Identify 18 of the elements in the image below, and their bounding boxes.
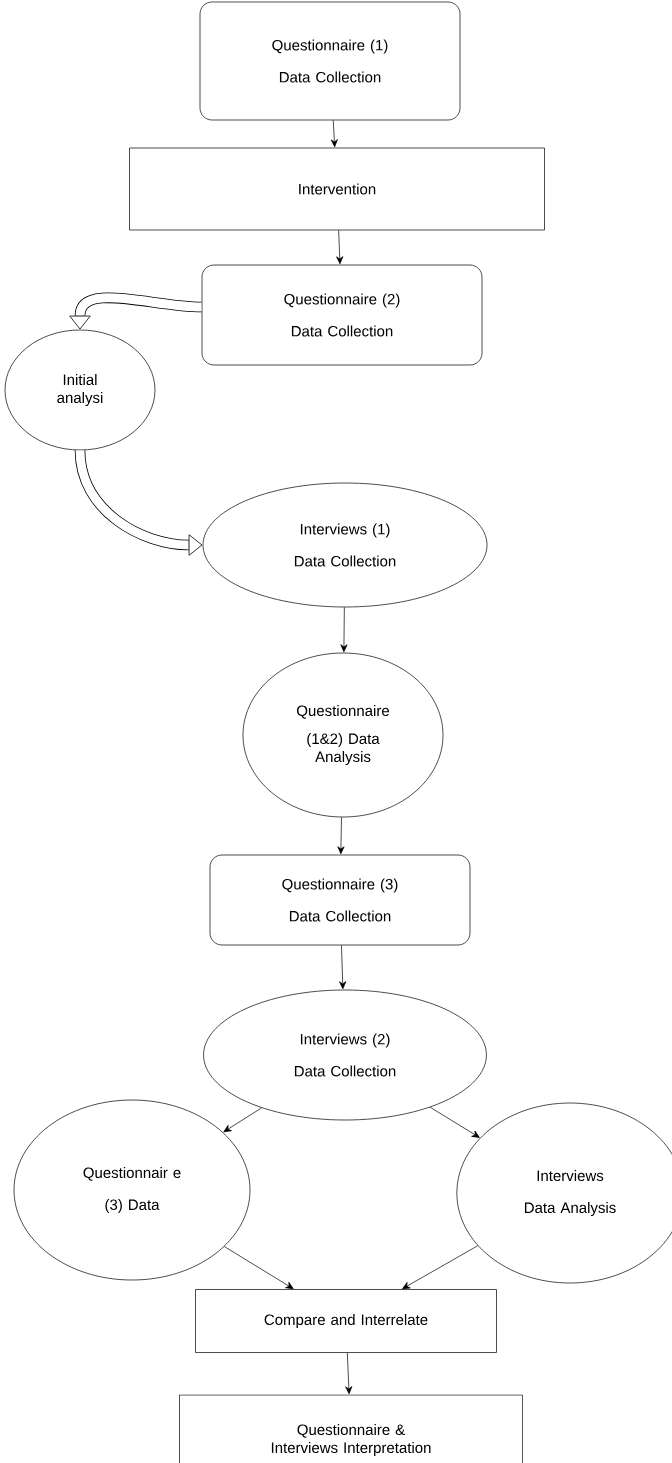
rounded-box: Questionnaire (1) Data Collection [199,1,461,121]
block-arrow [69,292,202,330]
rounded-box: Questionnaire (3) Data Collection [209,854,471,946]
process-box: Compare and Interrelate [195,1289,497,1353]
process-box: Questionnaire & Interviews Interpretation [179,1394,523,1463]
arrow [429,1106,480,1138]
arrow [337,817,345,855]
arrow [402,1245,479,1290]
arrow [339,945,347,990]
rounded-box: Questionnaire (2) Data Collection [201,264,483,366]
arrow [330,120,338,148]
arrow [340,607,348,653]
process-box: Intervention [129,147,545,231]
arrow [336,230,344,265]
arrow [224,1246,294,1290]
arrow [345,1352,353,1395]
block-arrow [74,449,203,556]
arrow [223,1107,262,1133]
